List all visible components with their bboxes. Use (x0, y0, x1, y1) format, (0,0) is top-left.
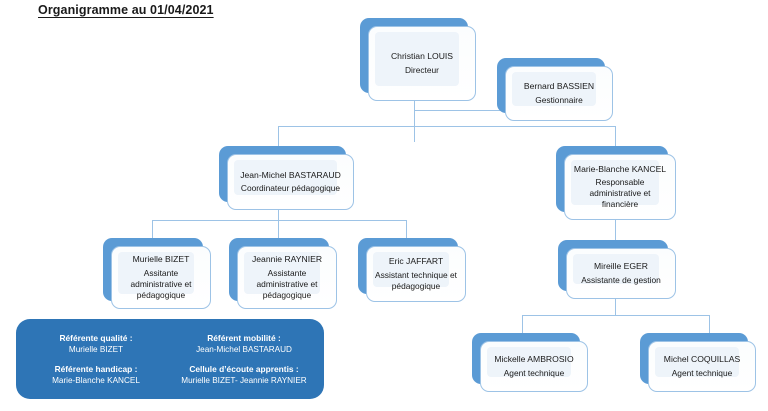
legend-label: Référent mobilité : (207, 332, 281, 343)
node-admin-financial[interactable]: Marie-Blanche KANCEL Responsable adminis… (556, 146, 676, 220)
node-card: Bernard BASSIEN Gestionnaire (505, 66, 613, 121)
node-assistant-raynier[interactable]: Jeannie RAYNIER Assistante administrativ… (229, 238, 337, 309)
node-card: Mickelle AMBROSIO Agent technique (480, 341, 588, 392)
legend-value: Jean-Michel BASTARAUD (196, 344, 292, 354)
legend-value: Marie-Blanche KANCEL (52, 376, 140, 386)
connector-director-to-manager (414, 110, 509, 111)
node-card: Eric JAFFART Assistant technique et péda… (366, 246, 466, 302)
legend-item-mobility: Référent mobilité : Jean-Michel BASTARAU… (196, 332, 292, 356)
connector-to-assistant-bizet (152, 220, 153, 238)
connector-coordinator-stem (278, 202, 279, 220)
connector-management-assistant-stem (615, 299, 616, 315)
node-assistant-jaffart[interactable]: Eric JAFFART Assistant technique et péda… (358, 238, 466, 302)
node-name: Christian LOUIS (390, 51, 454, 62)
legend-item-quality: Référente qualité : Murielle BIZET (59, 332, 132, 356)
node-name: Jean-Michel BASTARAUD (240, 169, 341, 180)
connector-director-bar (278, 126, 615, 127)
node-director[interactable]: Christian LOUIS Directeur (360, 18, 476, 101)
connector-agents-bar (522, 315, 709, 316)
connector-director-stem (414, 101, 415, 142)
node-role: Coordinateur pédagogique (240, 183, 341, 194)
node-inner-fill (373, 252, 449, 287)
connector-to-admin-financial (615, 126, 616, 146)
node-role: Assistant technique et pédagogique (375, 269, 457, 291)
node-name: Jeannie RAYNIER (251, 254, 323, 265)
connector-to-coordinator (278, 126, 279, 146)
node-name: Marie-Blanche KANCEL (573, 163, 667, 174)
node-coordinator[interactable]: Jean-Michel BASTARAUD Coordinateur pédag… (219, 146, 354, 210)
node-role: Agent technique (503, 367, 565, 378)
node-name: Michel COQUILLAS (663, 354, 741, 365)
node-card: Marie-Blanche KANCEL Responsable adminis… (564, 154, 676, 220)
node-card: Murielle BIZET Assitante administrative … (111, 246, 211, 309)
node-agent-coquillas[interactable]: Michel COQUILLAS Agent technique (640, 333, 756, 392)
node-inner-fill (487, 347, 571, 377)
connector-to-assistant-jaffart (406, 220, 407, 238)
node-card: Mireille EGER Assistante de gestion (566, 248, 676, 299)
node-inner-fill (118, 252, 194, 294)
node-inner-fill (244, 252, 320, 294)
node-name: Mireille EGER (594, 261, 648, 272)
node-role: Assistante de gestion (581, 274, 661, 285)
node-role: Assistante administrative et pédagogique (256, 267, 318, 300)
legend-label: Référente qualité : (59, 332, 133, 343)
node-role: Assitante administrative et pédagogique (130, 267, 192, 300)
node-inner-fill (234, 160, 337, 195)
legend-item-listening-cell: Cellule d’écoute apprentis : Murielle BI… (181, 363, 306, 387)
node-inner-fill (375, 32, 459, 86)
node-inner-fill (655, 347, 739, 377)
node-role: Agent technique (671, 367, 733, 378)
node-inner-fill (512, 72, 596, 106)
node-management-assistant[interactable]: Mireille EGER Assistante de gestion (558, 240, 676, 299)
node-role: Responsable administrative et financière (589, 177, 651, 210)
node-card: Christian LOUIS Directeur (368, 26, 476, 101)
node-name: Bernard BASSIEN (523, 81, 595, 92)
node-card: Jeannie RAYNIER Assistante administrativ… (237, 246, 337, 309)
legend-panel: Référente qualité : Murielle BIZET Référ… (16, 319, 324, 399)
legend-value: Murielle BIZET- Jeannie RAYNIER (181, 376, 307, 386)
connector-to-assistant-raynier (278, 220, 279, 238)
legend-label: Cellule d’écoute apprentis : (189, 364, 299, 375)
node-card: Jean-Michel BASTARAUD Coordinateur pédag… (227, 154, 354, 210)
node-agent-ambrosio[interactable]: Mickelle AMBROSIO Agent technique (472, 333, 588, 392)
legend-label: Référente handicap : (54, 364, 138, 375)
connector-coordinator-bar (152, 220, 406, 221)
node-card: Michel COQUILLAS Agent technique (648, 341, 756, 392)
connector-to-agent-ambrosio (522, 315, 523, 333)
node-role: Directeur (405, 64, 439, 75)
legend-item-handicap: Référente handicap : Marie-Blanche KANCE… (52, 363, 140, 387)
node-role: Gestionnaire (535, 94, 583, 105)
connector-to-agent-coquillas (709, 315, 710, 333)
node-manager[interactable]: Bernard BASSIEN Gestionnaire (497, 58, 613, 121)
node-name: Eric JAFFART (388, 256, 444, 267)
page-title: Organigramme au 01/04/2021 (38, 3, 214, 17)
connector-admin-to-management-assistant (615, 212, 616, 240)
node-inner-fill (573, 254, 659, 284)
node-name: Murielle BIZET (132, 254, 190, 265)
node-name: Mickelle AMBROSIO (494, 354, 574, 365)
node-assistant-bizet[interactable]: Murielle BIZET Assitante administrative … (103, 238, 211, 309)
node-inner-fill (571, 160, 659, 205)
legend-value: Murielle BIZET (68, 344, 124, 354)
